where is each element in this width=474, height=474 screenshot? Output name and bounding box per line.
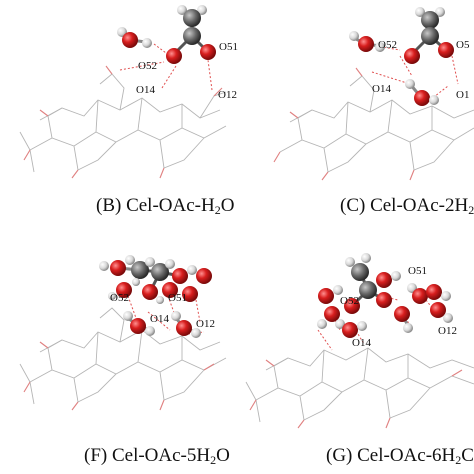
water-molecule [394, 302, 453, 333]
caption-panel-c: (C) Cel-OAc-2H2O [340, 195, 474, 218]
caption-text: C [461, 445, 474, 466]
caption-text: (F) Cel-OAc-5H [84, 445, 211, 466]
caption-text: (B) Cel-OAc-H [96, 195, 215, 216]
caption-panel-g: (G) Cel-OAc-6H2C [326, 445, 474, 468]
caption-panel-b: (B) Cel-OAc-H2O [96, 195, 234, 218]
atom-label: O14 [136, 84, 155, 96]
caption-text: (C) Cel-OAc-2H [340, 195, 469, 216]
atom-label: O52 [378, 39, 397, 51]
atom-label: O12 [218, 89, 237, 101]
acetate-cluster [344, 253, 401, 314]
caption-subscript: 2 [468, 203, 474, 217]
water-cluster [99, 255, 212, 304]
oxygen-wire-ends [273, 67, 415, 181]
water-molecule [335, 319, 367, 338]
caption-subscript: 2 [214, 203, 221, 217]
cellulose-wireframe [245, 347, 474, 423]
cellulose-wireframe [19, 73, 227, 173]
atom-label: O52 [110, 292, 129, 304]
atom-label: O14 [150, 313, 169, 325]
atom-label: O51 [219, 41, 238, 53]
water-molecule [123, 311, 155, 336]
atom-label: O51 [408, 265, 427, 277]
cellulose-wireframe [279, 75, 474, 173]
panel-b: O52 O51 O14 O12 [19, 5, 238, 179]
caption-text: (G) Cel-OAc-6H [326, 445, 456, 466]
caption-subscript: 2 [210, 453, 217, 467]
water-molecule [405, 79, 439, 106]
panel-g: O51 O52 O14 O12 [245, 253, 474, 429]
caption-text: O [220, 195, 235, 216]
atom-label: O12 [438, 325, 457, 337]
atom-label: O52 [340, 295, 359, 307]
acetate-molecule [404, 7, 454, 64]
panel-f: O52 O51 O14 O12 [19, 255, 227, 411]
oxygen-wire-ends [23, 65, 223, 179]
atom-label: O51 [168, 292, 187, 304]
water-molecule [317, 285, 343, 329]
water-molecule [349, 31, 385, 52]
acetate-molecule [166, 5, 216, 64]
panel-c: O52 O5 O14 O1 [273, 7, 474, 181]
hydrogen-bonds [119, 43, 213, 91]
oxygen-wire-ends [249, 359, 463, 429]
oxygen-wire-ends [23, 341, 215, 411]
caption-subscript: 2 [455, 453, 462, 467]
atom-label: O5 [456, 39, 470, 51]
water-molecule [117, 27, 152, 48]
water-molecule [171, 311, 201, 338]
caption-text: O [216, 445, 230, 466]
caption-panel-f: (F) Cel-OAc-5H2O [84, 445, 230, 468]
atom-label: O14 [372, 83, 391, 95]
water-molecule [407, 283, 451, 304]
atom-label: O14 [352, 337, 371, 349]
cellulose-wireframe [19, 307, 227, 405]
atom-label: O52 [138, 60, 157, 72]
atom-label: O1 [456, 89, 469, 101]
atom-label: O12 [196, 318, 215, 330]
